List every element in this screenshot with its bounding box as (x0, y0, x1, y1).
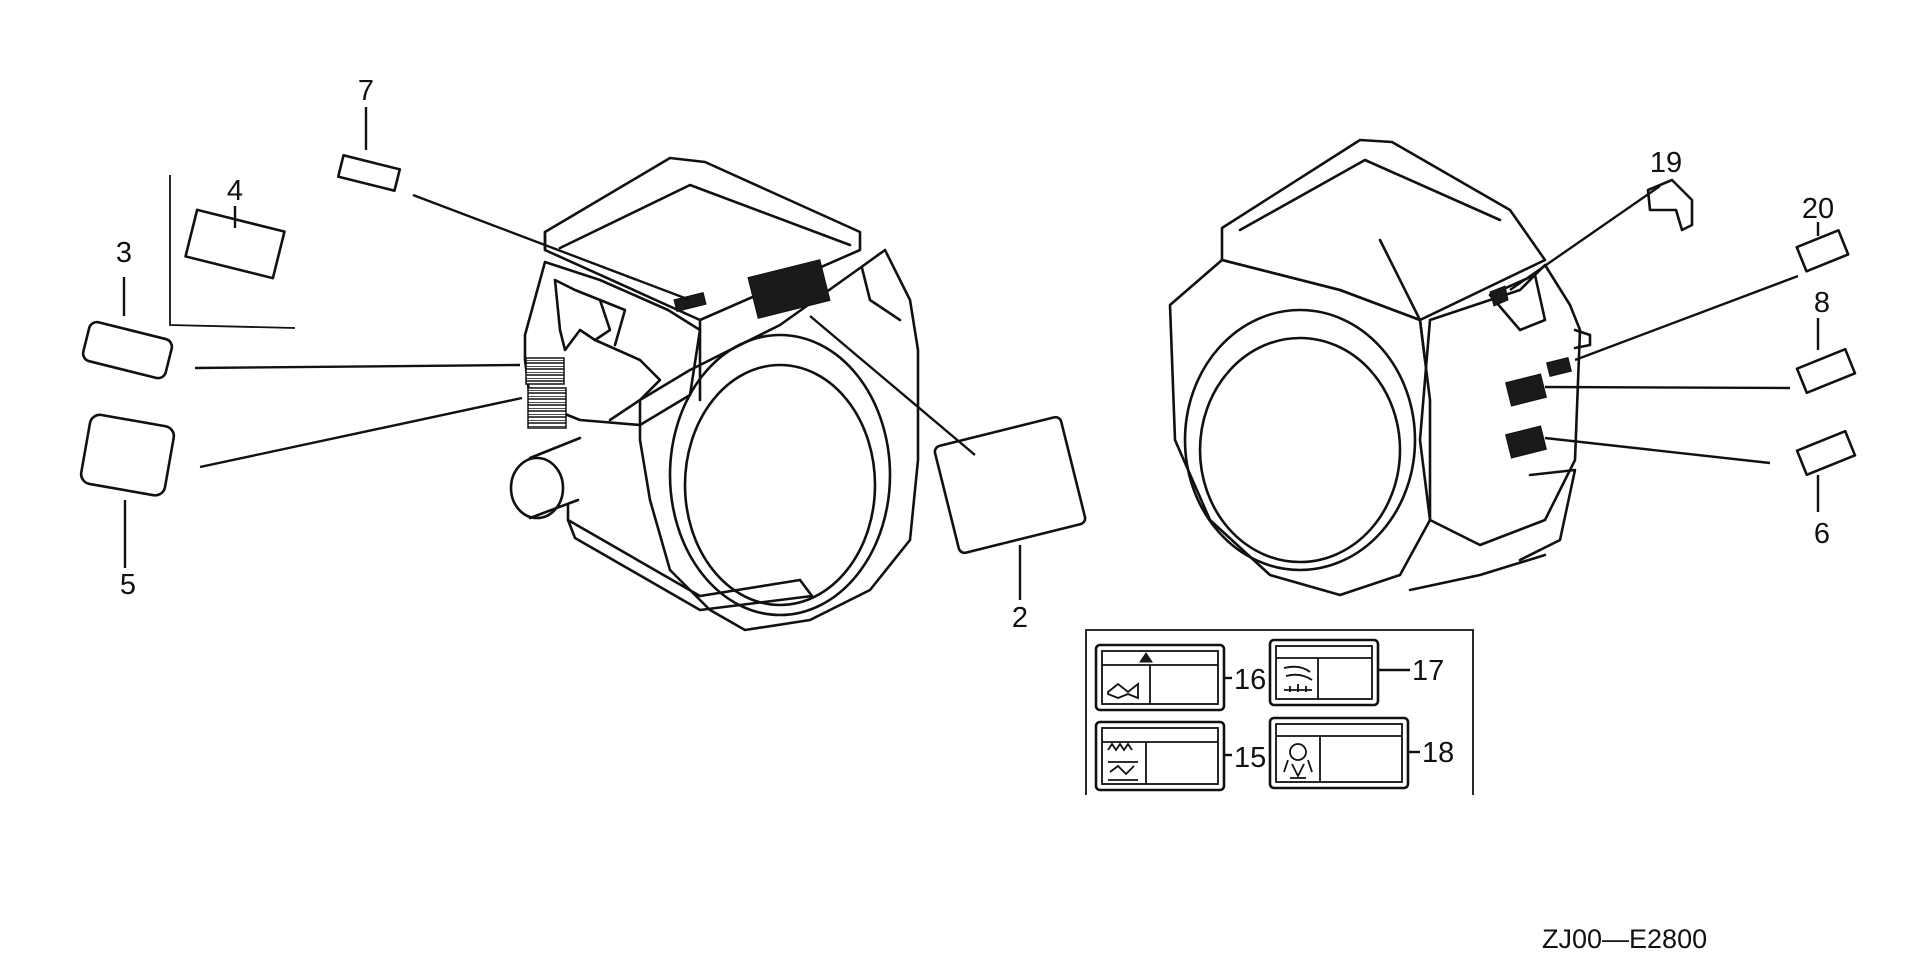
part-2 (933, 415, 1087, 555)
safety-label-panel (1085, 629, 1474, 795)
callout-3: 3 (116, 237, 132, 269)
loose-parts-right (1646, 178, 1857, 477)
callout-numbers: 7 4 3 5 2 19 20 8 6 16 17 15 18 (116, 75, 1834, 774)
callout-7: 7 (358, 75, 374, 107)
bracket-line (169, 175, 296, 329)
diagram-code: ZJ00—E2800 (1542, 924, 1707, 954)
callout-17: 17 (1412, 655, 1444, 687)
part-19 (1646, 178, 1694, 232)
callout-20: 20 (1802, 193, 1834, 225)
engine-right (1168, 138, 1592, 597)
callout-8: 8 (1814, 287, 1830, 319)
callout-16: 16 (1234, 664, 1266, 696)
leader-lines-left (122, 107, 1022, 600)
callout-18: 18 (1422, 737, 1454, 769)
part-6 (1795, 429, 1857, 477)
callout-2: 2 (1012, 602, 1028, 634)
part-4 (184, 208, 286, 280)
part-3 (81, 320, 174, 380)
part-20 (1795, 229, 1850, 273)
callout-4: 4 (227, 175, 243, 207)
safety-label-18 (1268, 716, 1410, 790)
callout-15: 15 (1234, 742, 1266, 774)
part-7 (336, 154, 402, 192)
callout-19: 19 (1650, 147, 1682, 179)
safety-label-16 (1094, 643, 1226, 712)
safety-label-15 (1094, 720, 1226, 792)
leader-lines-right (1509, 185, 1820, 512)
callout-5: 5 (120, 569, 136, 601)
part-8 (1795, 347, 1857, 395)
safety-label-17 (1268, 638, 1380, 707)
callout-6: 6 (1814, 518, 1830, 550)
loose-parts-left (79, 154, 1087, 555)
part-5 (79, 413, 176, 497)
engine-left (509, 156, 920, 632)
